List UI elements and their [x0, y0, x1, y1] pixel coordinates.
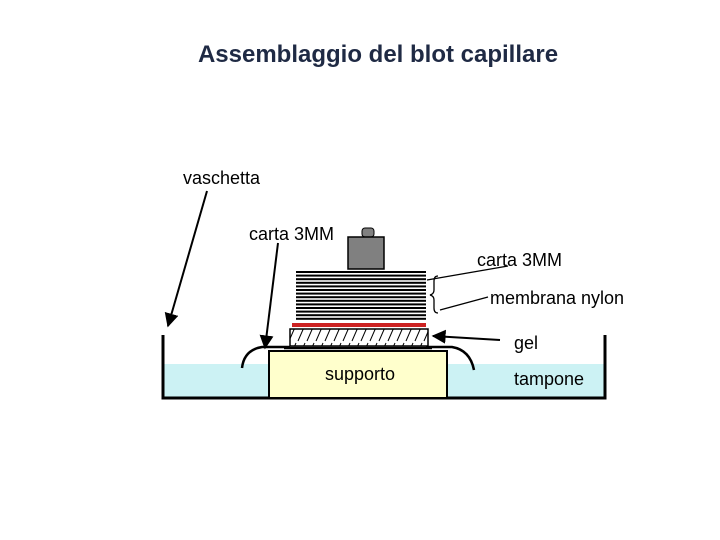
label-support: supporto [325, 364, 395, 384]
paper-left-arrow [259, 242, 279, 350]
paper-sheet [296, 271, 426, 273]
paper-sheet [296, 292, 426, 295]
paper-sheet [296, 310, 426, 313]
label-tray: vaschetta [183, 168, 261, 188]
paper-sheet [296, 289, 426, 291]
gel-arrow [431, 329, 501, 344]
paper-sheet [296, 317, 426, 320]
support-block [268, 350, 448, 399]
paper-sheet [296, 285, 426, 288]
nylon-membrane [292, 323, 426, 327]
page-title: Assemblaggio del blot capillare [198, 41, 558, 68]
label-buffer: tampone [514, 369, 584, 389]
paper-sheet [296, 281, 426, 284]
paper-stack [296, 271, 426, 320]
paper-sheet [296, 278, 426, 281]
label-paper-right: carta 3MM [477, 250, 562, 270]
weight-icon [347, 227, 385, 270]
label-gel: gel [514, 333, 538, 353]
paper-sheet [296, 307, 426, 309]
label-paper-left: carta 3MM [249, 224, 334, 244]
paper-sheet [296, 303, 426, 306]
wick-paper-right [426, 345, 476, 371]
tray-arrow [164, 190, 208, 328]
paper-sheet [296, 296, 426, 299]
paper-sheet [296, 299, 426, 302]
paper-right-leader [426, 265, 509, 281]
paper-sheet [296, 274, 426, 277]
membrane-leader [439, 296, 489, 311]
label-membrane: membrana nylon [490, 288, 624, 308]
gel-layer [289, 328, 429, 347]
brace-icon [429, 275, 439, 314]
paper-sheet [296, 314, 426, 317]
